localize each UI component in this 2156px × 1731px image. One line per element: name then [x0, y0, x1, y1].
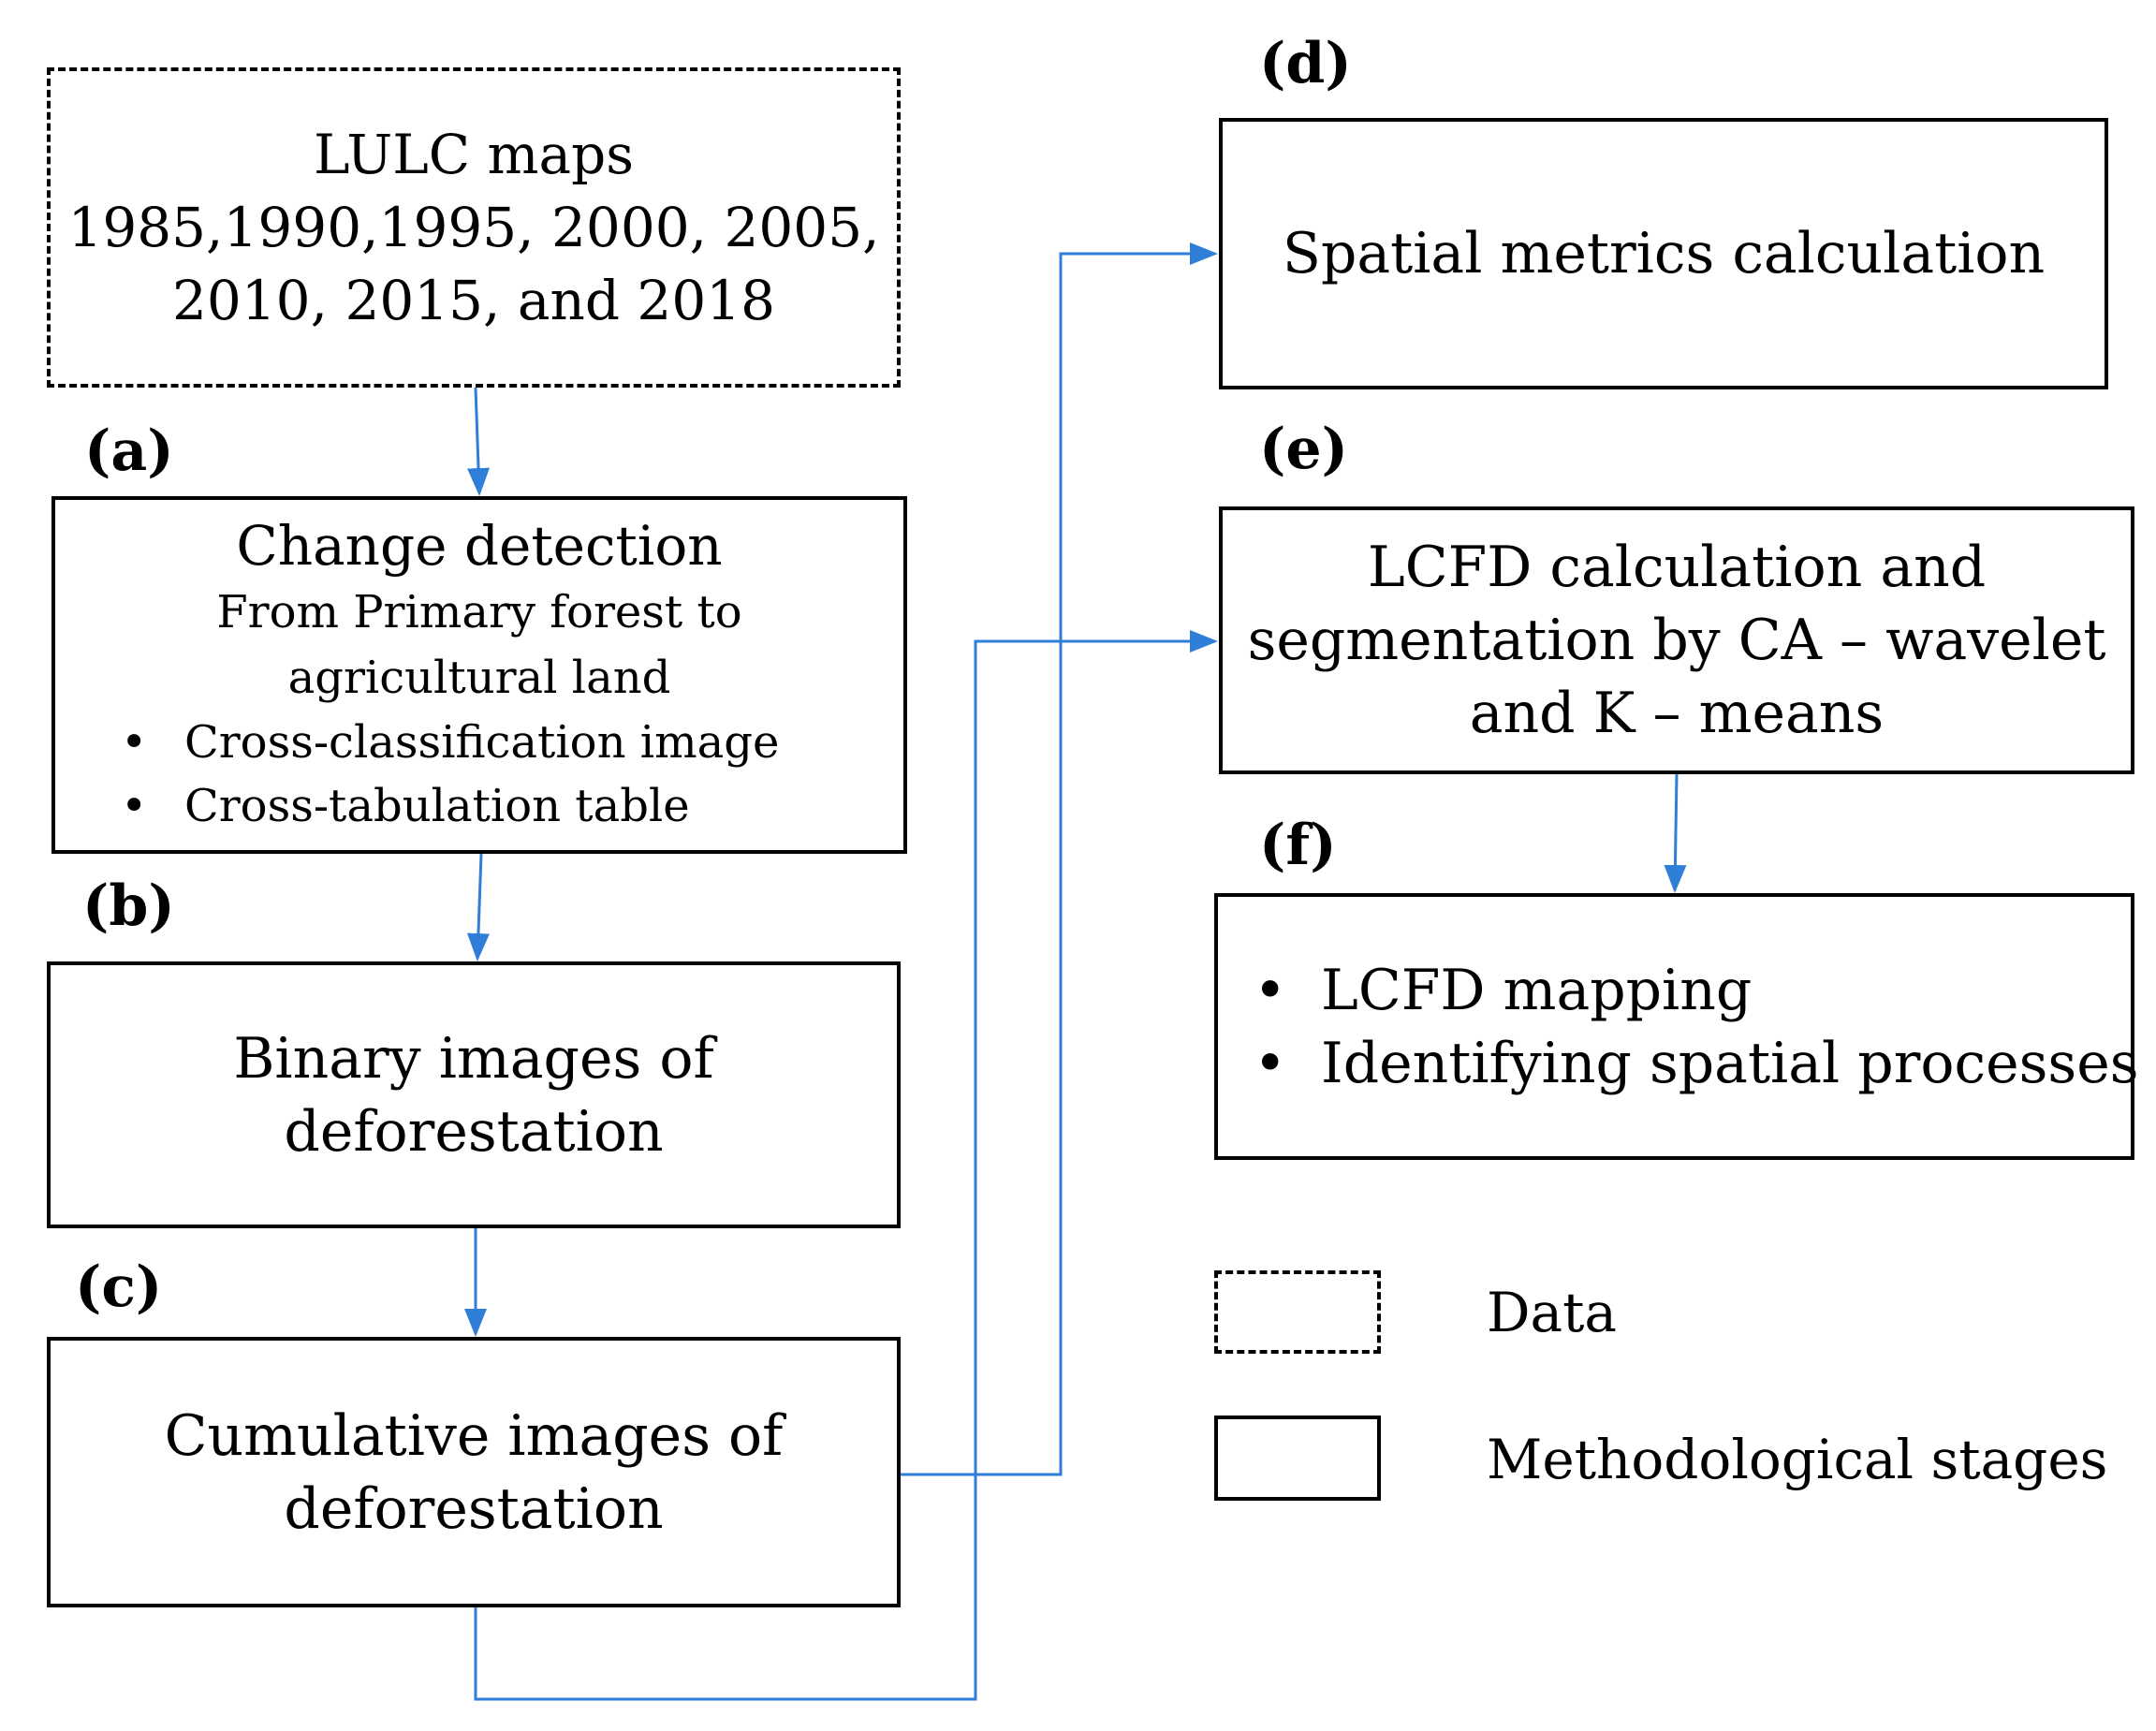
bullet-text: Cross-classification image: [184, 716, 780, 769]
stage-label-e: (e): [1259, 417, 1348, 482]
arrow-lcfd-to-mapping: [1664, 773, 1687, 893]
binary-images-line: Binary images of: [233, 1025, 714, 1092]
stage-label-c: (c): [75, 1254, 163, 1320]
list-item: • LCFD mapping: [1218, 954, 2131, 1027]
lulc-line: 1985,1990,1995, 2000, 2005,: [67, 196, 880, 259]
lcfd-calculation-line: LCFD calculation and: [1367, 535, 1987, 600]
lcfd-calculation-box: LCFD calculation and segmentation by CA …: [1219, 506, 2134, 774]
bullet-icon: •: [121, 716, 148, 769]
bullet-text: Cross-tabulation table: [184, 780, 690, 832]
lcfd-mapping-box: • LCFD mapping • Identifying spatial pro…: [1214, 893, 2139, 1160]
stage-label-b: (b): [82, 873, 175, 939]
legend-data-label: Data: [1487, 1281, 1617, 1344]
list-item: • Cross-tabulation table: [83, 774, 875, 838]
stage-label-f: (f): [1259, 813, 1337, 878]
legend-stages-label: Methodological stages: [1487, 1428, 2108, 1491]
change-detection-title: Change detection: [236, 514, 723, 578]
bullet-text: Identifying spatial processes: [1321, 1030, 2139, 1096]
lcfd-calculation-line: and K – means: [1469, 681, 1885, 746]
cumulative-images-box: Cumulative images of deforestation: [47, 1337, 901, 1607]
lulc-line: LULC maps: [313, 123, 635, 186]
arrow-change-detection-to-binary: [466, 853, 490, 961]
binary-images-box: Binary images of deforestation: [47, 961, 901, 1228]
change-detection-box: Change detection From Primary forest to …: [51, 496, 907, 854]
legend-data-swatch: [1214, 1270, 1381, 1354]
arrow-cumulative-to-spatial-metrics: [901, 242, 1218, 1476]
spatial-metrics-line: Spatial metrics calculation: [1282, 221, 2046, 286]
arrow-lulc-to-change-detection: [467, 387, 491, 496]
list-item: • Identifying spatial processes: [1218, 1027, 2139, 1100]
list-item: • Cross-classification image: [83, 711, 875, 774]
bullet-icon: •: [1254, 1030, 1287, 1096]
change-detection-subtitle: agricultural land: [287, 652, 671, 704]
lcfd-mapping-bullets: • LCFD mapping • Identifying spatial pro…: [1218, 954, 2139, 1100]
arrow-cumulative-to-lcfd: [474, 630, 1218, 1701]
binary-images-line: deforestation: [284, 1098, 664, 1165]
legend-stages-swatch: [1214, 1416, 1381, 1501]
stage-label-d: (d): [1259, 31, 1352, 96]
lulc-line: 2010, 2015, and 2018: [171, 269, 776, 332]
spatial-metrics-box: Spatial metrics calculation: [1219, 118, 2108, 389]
bullet-icon: •: [1254, 957, 1287, 1023]
stage-label-a: (a): [84, 418, 174, 484]
cumulative-images-line: deforestation: [284, 1475, 664, 1542]
change-detection-bullets: • Cross-classification image • Cross-tab…: [83, 711, 875, 838]
cumulative-images-line: Cumulative images of: [164, 1402, 784, 1469]
change-detection-subtitle: From Primary forest to: [216, 586, 742, 638]
bullet-text: LCFD mapping: [1321, 957, 1753, 1023]
lcfd-calculation-line: segmentation by CA – wavelet: [1247, 608, 2106, 673]
bullet-icon: •: [121, 780, 148, 832]
lulc-maps-box: LULC maps 1985,1990,1995, 2000, 2005, 20…: [47, 67, 901, 388]
